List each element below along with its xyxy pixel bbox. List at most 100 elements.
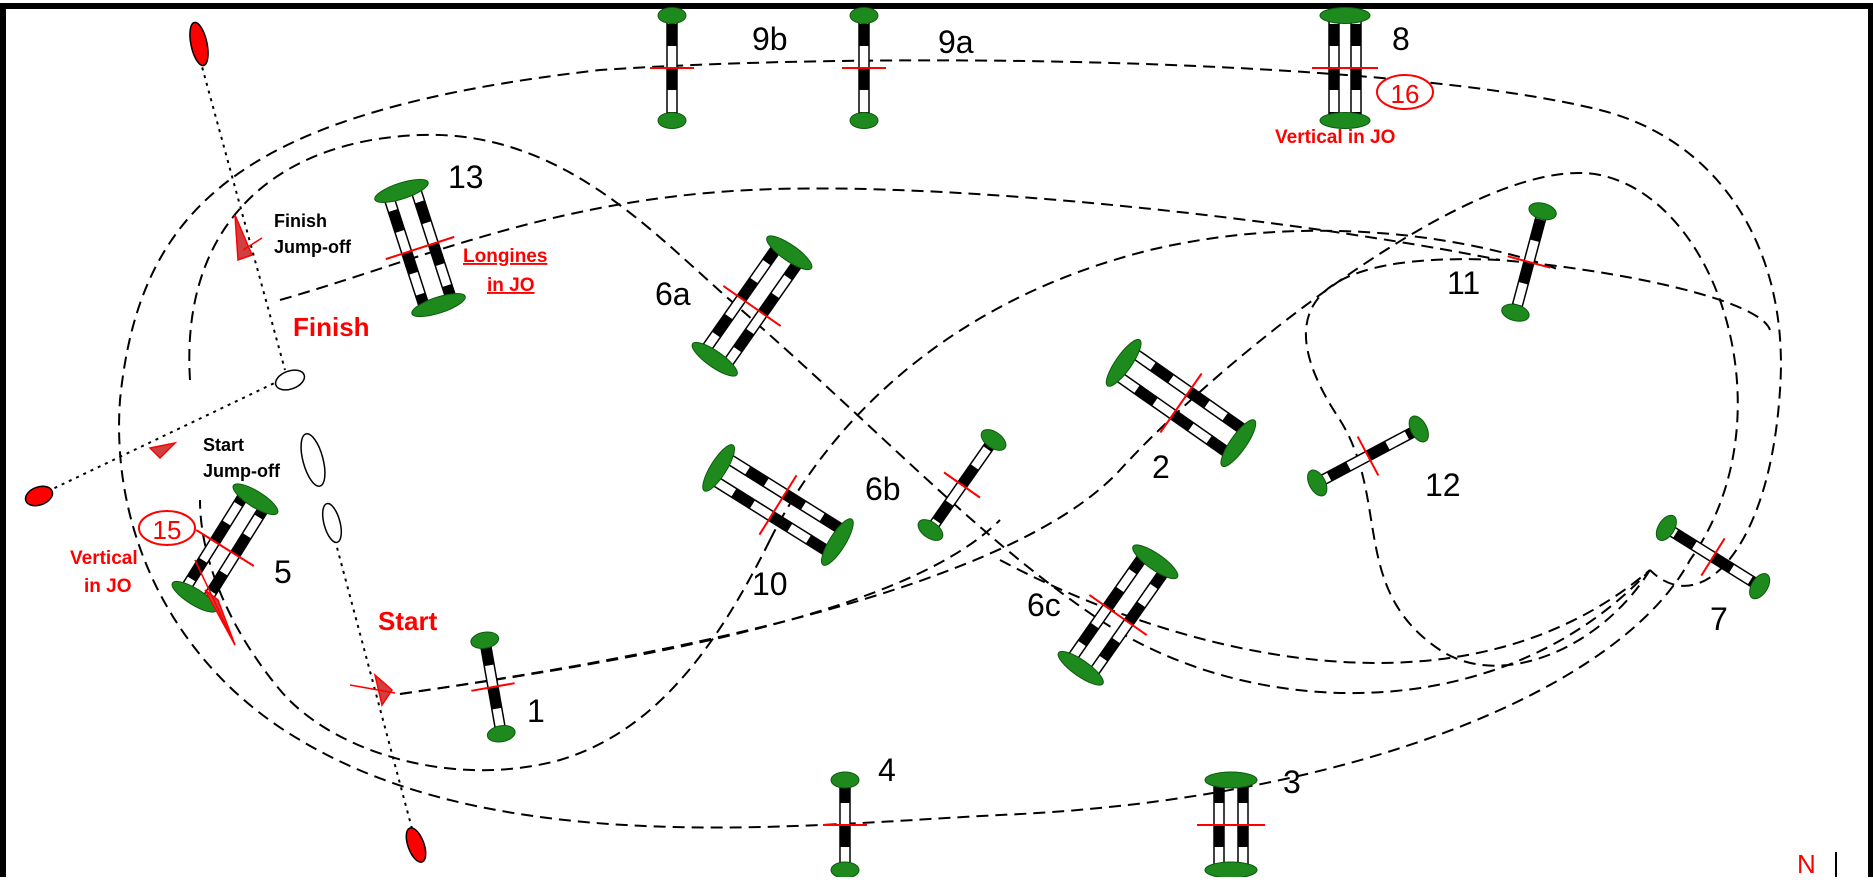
fence-standard-shrub	[702, 444, 735, 492]
fence-standard-shrub	[1408, 415, 1429, 443]
fence-label-12: 12	[1425, 467, 1461, 503]
fence-standard-shrub	[1057, 650, 1104, 686]
fence-standard-shrub	[849, 112, 879, 129]
course-route	[118, 59, 1782, 829]
jump-direction-arrow-icon	[722, 285, 782, 327]
fence-12	[1307, 415, 1429, 497]
start-jumpoff-label-2: Jump-off	[203, 461, 281, 481]
fence-standard-shrub	[917, 519, 944, 541]
jump-direction-arrow-icon	[1159, 372, 1203, 434]
fence-standard-shrub	[830, 771, 860, 789]
finish-jumpoff-label-1: Finish	[274, 211, 327, 231]
fence-3	[1197, 771, 1265, 879]
finish-jumpoff-label-2: Jump-off	[274, 237, 352, 257]
jump-direction-arrow-icon	[385, 235, 455, 261]
vertical-jo-5-label-2: in JO	[84, 576, 132, 597]
fence-standard-shrub	[232, 483, 279, 516]
fence-9b	[650, 7, 694, 129]
fence-standard-shrub	[1528, 202, 1557, 221]
fence-10	[702, 444, 854, 566]
fence-2	[1105, 338, 1257, 468]
fence-standard-shrub	[1655, 514, 1677, 541]
fence-standard-shrub	[980, 429, 1007, 451]
fence-9a	[842, 7, 886, 129]
fence-label-2: 2	[1152, 449, 1170, 485]
fence-label-8: 8	[1392, 21, 1410, 57]
fence-13	[374, 178, 466, 318]
fence-standard-shrub	[1501, 303, 1530, 322]
fence-6a	[691, 235, 813, 377]
jump-direction-arrow-icon	[195, 529, 255, 567]
fence-standard-shrub	[411, 293, 466, 318]
fence-4	[823, 771, 867, 879]
fence-label-13: 13	[448, 159, 484, 195]
fence-standard-shrub	[849, 7, 879, 24]
start-label: Start	[378, 606, 438, 636]
fence-label-4: 4	[878, 752, 896, 788]
fence-standard-shrub	[657, 112, 687, 129]
start-jumpoff-label-1: Start	[203, 435, 244, 455]
fence-standard-shrub	[766, 235, 813, 271]
fence-8	[1312, 7, 1378, 129]
finish-flag-red	[189, 21, 209, 67]
fence-label-11: 11	[1447, 265, 1480, 301]
fence-7	[1655, 514, 1771, 600]
fence-label-9a: 9a	[938, 24, 974, 60]
fence-6b	[917, 429, 1007, 541]
fence-label-6b: 6b	[865, 471, 901, 507]
fence-standard-shrub	[1204, 861, 1258, 879]
fence-label-15: 15	[153, 515, 182, 545]
fence-label-5: 5	[274, 554, 292, 590]
start-finish-lines	[39, 51, 416, 841]
fence-15-circle	[138, 510, 196, 546]
fence-standard-shrub	[1220, 419, 1257, 468]
jump-direction-arrow-icon	[943, 471, 981, 499]
vertical-jo-5-label-1: Vertical	[70, 548, 138, 569]
vertical-jo-8-label: Vertical in JO	[1275, 127, 1395, 148]
fence-standard-shrub	[821, 518, 854, 566]
fence-standard-shrub	[1319, 7, 1371, 24]
fence-label-9b: 9b	[752, 21, 788, 57]
jump-direction-arrow-icon	[1356, 436, 1380, 476]
white-marker	[274, 369, 306, 391]
finish-jumpoff-arrow-icon	[234, 214, 254, 262]
markers	[24, 21, 427, 863]
white-marker	[300, 433, 326, 487]
fence-11	[1501, 202, 1557, 322]
fence-standard-shrub	[1132, 544, 1179, 580]
white-marker	[321, 502, 343, 544]
arena-border	[0, 3, 1873, 882]
jump-direction-arrow-icon	[758, 474, 798, 536]
fences	[171, 7, 1771, 879]
fence-label-16: 16	[1391, 79, 1420, 109]
start-jumpoff-arrow-icon	[148, 441, 178, 460]
jump-direction-arrow-icon	[471, 682, 515, 692]
fence-standard-shrub	[374, 178, 429, 203]
fence-standard-shrub	[1319, 112, 1371, 129]
fence-standard-shrub	[1749, 573, 1771, 600]
fence-16-circle	[1376, 74, 1434, 110]
fence-standard-shrub	[691, 341, 738, 377]
longines-label-2: in JO	[487, 275, 535, 296]
fence-label-10: 10	[752, 566, 788, 602]
jump-direction-arrow-icon	[1507, 255, 1551, 269]
fence-1	[470, 631, 516, 743]
north-label: N	[1797, 849, 1816, 877]
longines-label-1: Longines	[463, 246, 547, 267]
jump-direction-arrow-icon	[1088, 594, 1148, 636]
fence-standard-shrub	[1204, 771, 1258, 789]
jump-direction-arrow-icon	[1700, 537, 1726, 577]
fence-5	[171, 483, 279, 613]
fence-label-6c: 6c	[1027, 587, 1061, 623]
fence-label-6a: 6a	[655, 276, 691, 312]
fence-6c	[1057, 544, 1179, 686]
fence-standard-shrub	[470, 631, 500, 649]
finish-label: Finish	[293, 312, 370, 342]
fence-label-7: 7	[1710, 601, 1728, 637]
fence-standard-shrub	[1105, 338, 1142, 387]
fence-standard-shrub	[1307, 469, 1328, 497]
fence-standard-shrub	[830, 861, 860, 879]
fence-standard-shrub	[657, 7, 687, 24]
